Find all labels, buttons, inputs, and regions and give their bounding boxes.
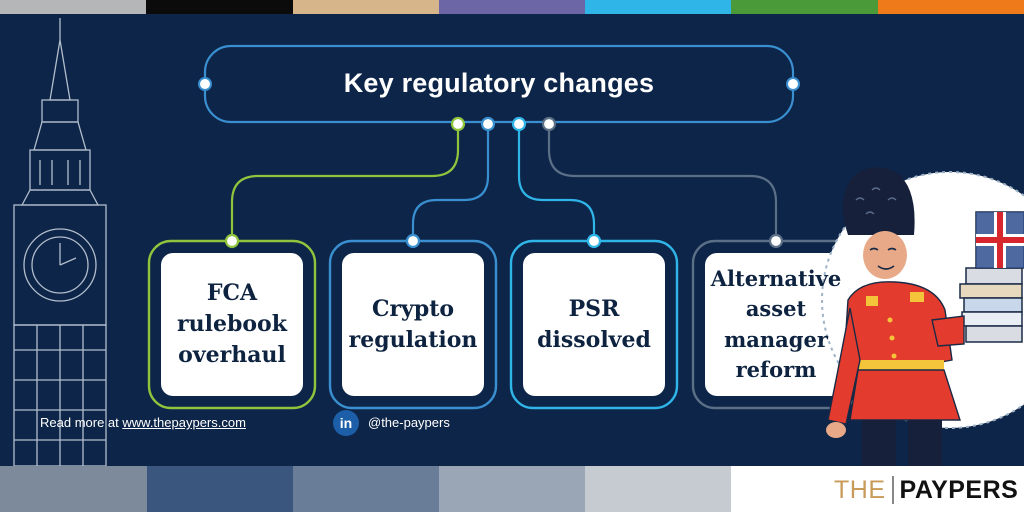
logo-the: THE <box>834 475 886 504</box>
node-2-bottom <box>405 233 421 249</box>
card-crypto-regulation: Crypto regulation <box>342 253 484 396</box>
node-1-top <box>450 116 466 132</box>
linkedin-glyph: in <box>339 415 353 431</box>
big-ben-illustration <box>13 18 107 467</box>
card-1-line-2: rulebook <box>177 311 287 338</box>
card-alternative-asset: Alternative asset manager reform <box>705 253 847 396</box>
connector-1 <box>230 124 460 241</box>
logo-divider <box>891 476 894 504</box>
bottom-color-stripe <box>0 466 1024 512</box>
card-3-line-2: dissolved <box>537 326 651 353</box>
card-1-line-3: overhaul <box>178 341 286 368</box>
logo-paypers: PAYPERS <box>899 475 1019 504</box>
card-psr-dissolved: PSR dissolved <box>523 253 665 396</box>
node-1-bottom <box>224 233 240 249</box>
card-fca-rulebook: FCA rulebook overhaul <box>161 253 303 396</box>
linkedin-handle[interactable]: @the-paypers <box>368 415 450 430</box>
node-4-top <box>541 116 557 132</box>
read-more-label: Read more at <box>40 415 123 430</box>
title-left-node <box>198 77 212 91</box>
card-4-line-4: reform <box>735 356 817 382</box>
connector-4 <box>547 124 778 241</box>
card-4-line-1: Alternative <box>710 265 842 291</box>
linkedin-icon[interactable]: in <box>333 410 359 436</box>
title-right-node <box>786 77 800 91</box>
node-2-top <box>480 116 496 132</box>
card-2-line-1: Crypto <box>371 295 455 322</box>
read-more-text: Read more at www.thepaypers.com <box>40 415 246 430</box>
royal-guard-illustration <box>821 167 1024 466</box>
card-4-line-2: asset <box>745 296 807 322</box>
paypers-logo: THE PAYPERS <box>834 475 1018 505</box>
connector-3 <box>517 124 596 241</box>
card-2-line-2: regulation <box>348 326 478 353</box>
website-link[interactable]: www.thepaypers.com <box>122 415 246 430</box>
top-color-stripe <box>0 0 1024 14</box>
connector-2 <box>411 124 490 241</box>
node-4-bottom <box>768 233 784 249</box>
diagram-title: Key regulatory changes <box>343 67 655 98</box>
card-3-line-1: PSR <box>568 295 620 322</box>
card-1-line-1: FCA <box>206 280 258 307</box>
node-3-top <box>511 116 527 132</box>
card-4-line-3: manager <box>724 326 828 352</box>
node-3-bottom <box>586 233 602 249</box>
